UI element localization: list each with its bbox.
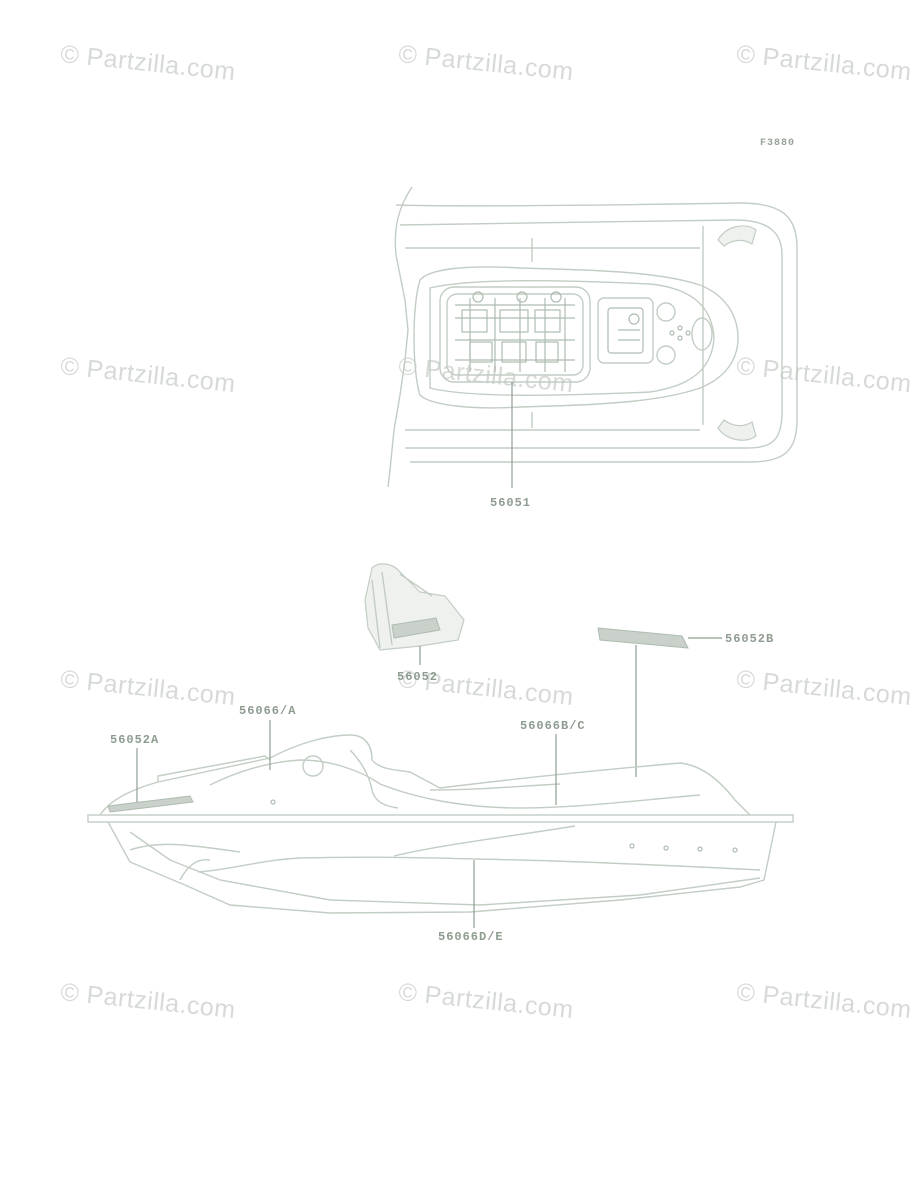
figure-code: F3880 [760, 138, 796, 149]
seat-tower-part [364, 563, 465, 665]
callout-56066-a[interactable]: 56066/A [239, 704, 297, 718]
callout-56066b-c[interactable]: 56066B/C [520, 719, 586, 733]
callout-56052[interactable]: 56052 [397, 670, 439, 684]
callout-56052a[interactable]: 56052A [110, 733, 160, 747]
callout-56052b[interactable]: 56052B [725, 632, 775, 646]
name-decal-part [597, 627, 722, 777]
watercraft-side-view [87, 720, 794, 928]
deck-top-view [387, 186, 798, 488]
callout-56051[interactable]: 56051 [490, 496, 532, 510]
callout-56066d-e[interactable]: 56066D/E [438, 930, 504, 944]
